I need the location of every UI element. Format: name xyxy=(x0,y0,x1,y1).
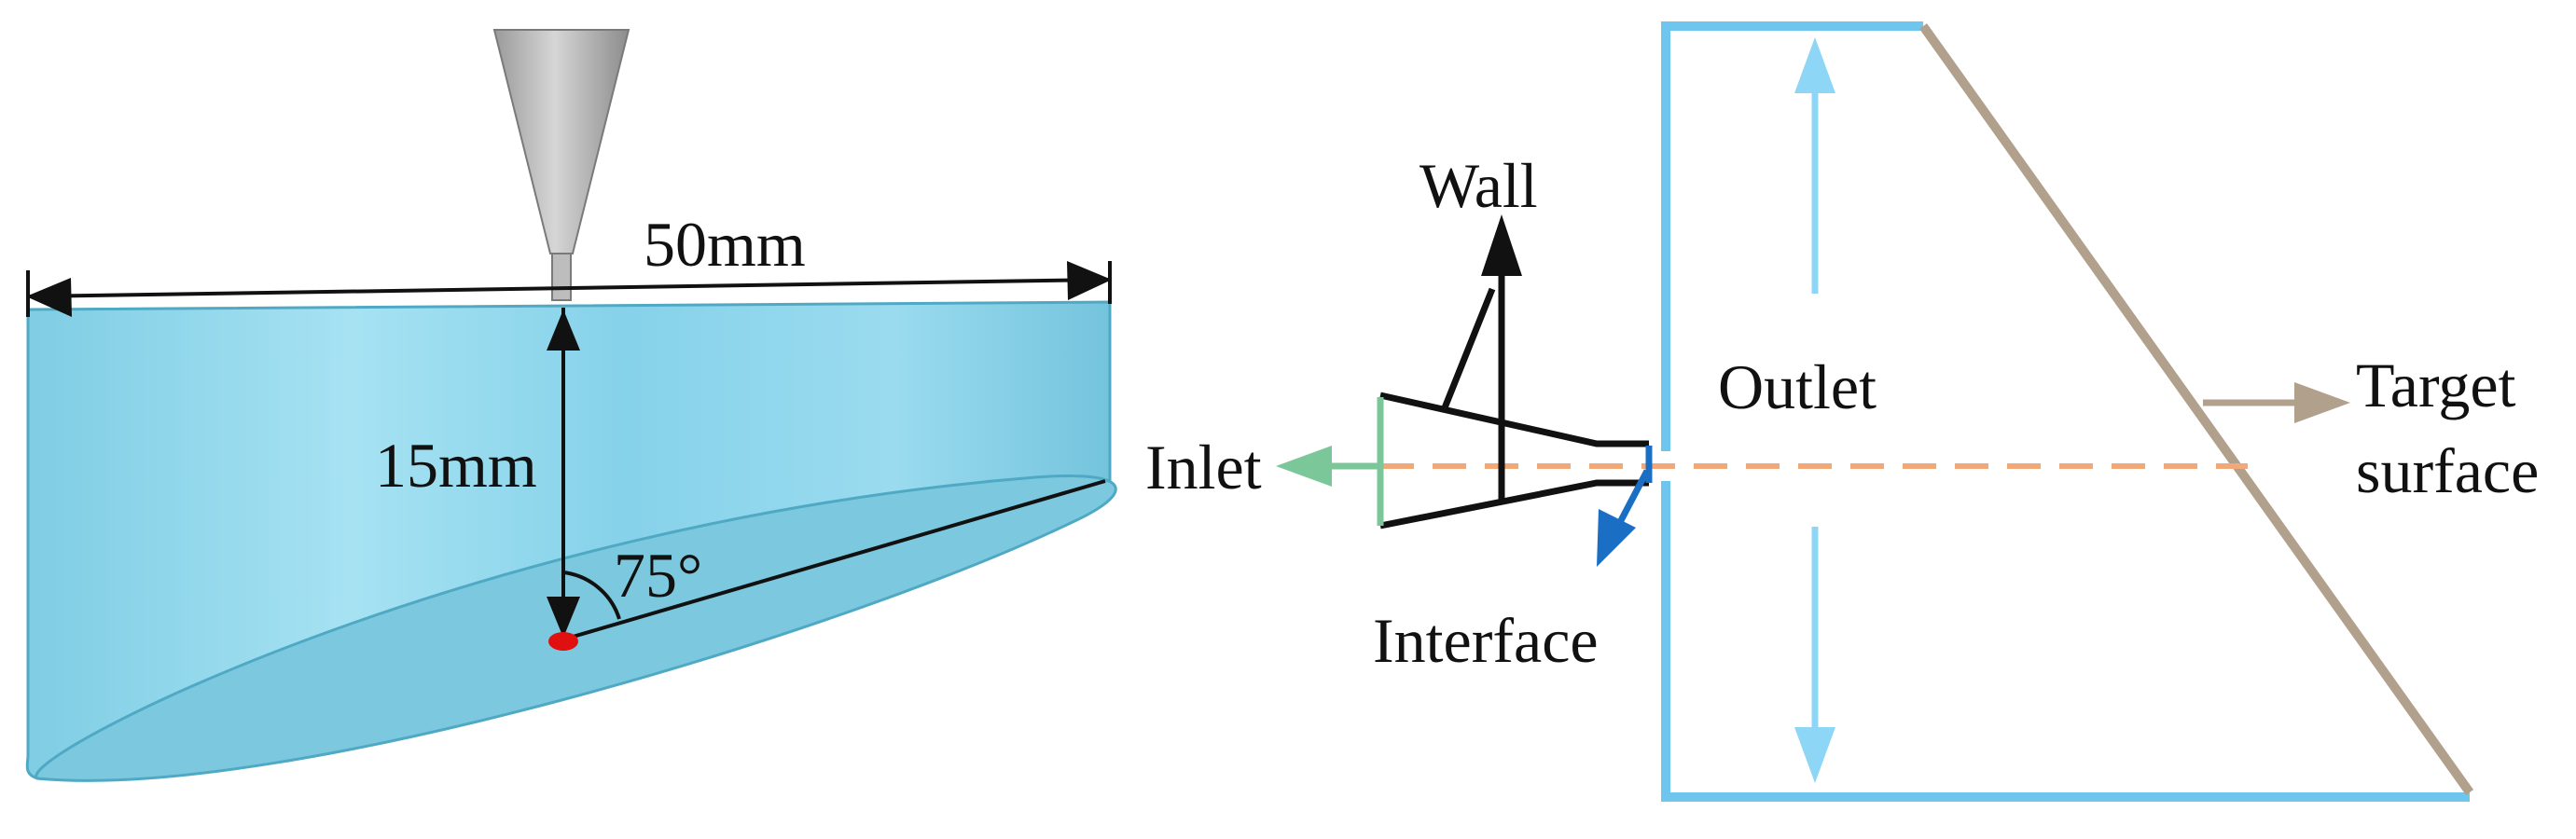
wall-pointer-diagonal xyxy=(1440,287,1496,412)
nozzle-tip xyxy=(551,253,572,301)
angle-label: 75° xyxy=(614,540,702,611)
wall-label: Wall xyxy=(1420,150,1538,221)
width-label: 50mm xyxy=(644,209,806,280)
width-arrow-right xyxy=(1067,261,1112,300)
target-arrow-head xyxy=(2294,382,2350,423)
outlet-label: Outlet xyxy=(1718,351,1877,422)
depth-label: 15mm xyxy=(375,430,537,501)
outlet-boundary-bottom xyxy=(1661,481,2470,802)
depth-arrow-top xyxy=(547,309,580,351)
inclined-bottom-ellipse xyxy=(35,475,1117,782)
width-dimension-line xyxy=(29,278,1109,298)
target-label-line1: Target xyxy=(2356,350,2516,420)
nozzle xyxy=(492,29,630,254)
outlet-boundary-top xyxy=(1661,21,1923,451)
left-panel: 50mm 15mm 75° xyxy=(25,29,1117,782)
interface-arrow-line xyxy=(1613,469,1651,530)
target-label-line2: surface xyxy=(2356,435,2539,506)
inlet-arrow-head xyxy=(1276,446,1332,487)
surface-line xyxy=(562,479,1106,641)
outlet-arrow-up-head xyxy=(1794,37,1835,93)
outlet-arrow-down-head xyxy=(1794,727,1835,783)
nozzle-wall-outline-lower xyxy=(1379,479,1649,530)
interface-label: Interface xyxy=(1373,605,1599,676)
angle-arc xyxy=(562,571,621,620)
wall-arrow-head xyxy=(1481,214,1522,276)
right-panel: Outlet Wall Inlet Interface Target surfa… xyxy=(1145,21,2539,802)
depth-arrow-bottom xyxy=(547,597,580,638)
inlet-label: Inlet xyxy=(1145,432,1262,502)
interface-arrow-head xyxy=(1597,509,1636,567)
impact-point xyxy=(548,632,578,651)
width-arrow-left xyxy=(26,278,72,317)
nozzle-wall-outline xyxy=(1379,392,1649,447)
target-surface-line xyxy=(1918,23,2474,795)
